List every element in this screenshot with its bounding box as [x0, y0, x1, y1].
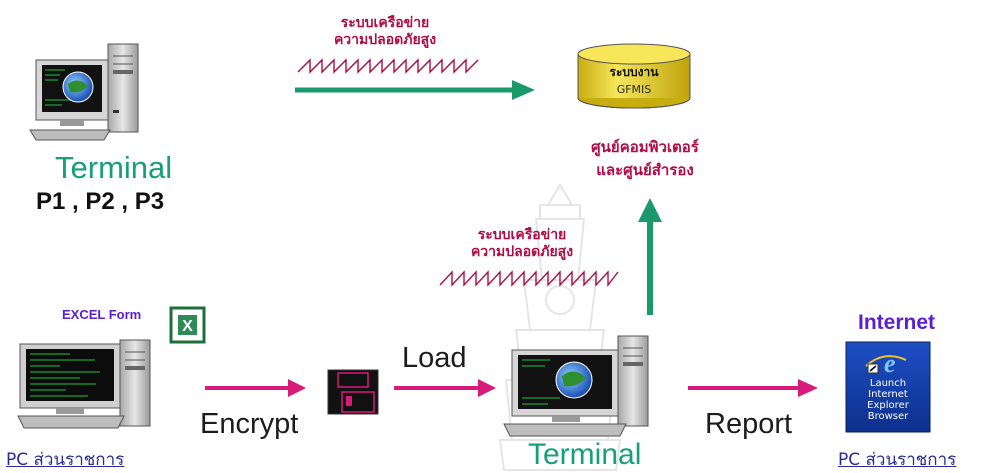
secure-network-zigzag-top: [297, 58, 479, 74]
secure-network-top-line1: ระบบเครือข่าย: [340, 15, 430, 31]
svg-text:e: e: [884, 349, 896, 378]
report-label: Report: [705, 408, 793, 440]
arrow-to-gfmis: [295, 80, 535, 100]
ie-icon-text-line1: Launch: [869, 378, 907, 389]
internet-explorer-icon: e: [845, 341, 931, 433]
excel-form-label: EXCEL Form: [62, 307, 142, 322]
floppy-disk-icon: [327, 369, 379, 415]
secure-network-mid-label: ระบบเครือข่าย ความปลอดภัยสูง: [447, 228, 597, 259]
report-arrow: [688, 379, 818, 397]
secure-network-top-line2: ความปลอดภัยสูง: [333, 32, 437, 48]
pc-right-link[interactable]: PC ส่วนราชการ: [838, 450, 957, 470]
computer-center-label: ศูนย์คอมพิวเตอร์ และศูนย์สำรอง: [570, 140, 720, 178]
encrypt-label: Encrypt: [200, 408, 299, 440]
svg-text:X: X: [182, 318, 193, 335]
pc-left-computer-icon: [17, 339, 151, 429]
bottom-terminal-computer-icon: [503, 335, 649, 437]
excel-icon: X: [169, 306, 206, 344]
ie-icon-text-line2: Internet: [868, 389, 908, 400]
secure-network-mid-line2: ความปลอดภัยสูง: [470, 244, 574, 260]
load-arrow: [394, 379, 496, 397]
secure-network-zigzag-mid: [439, 270, 619, 288]
secure-network-top-label: ระบบเครือข่าย ความปลอดภัยสูง: [310, 16, 460, 47]
gfmis-db-line2: GFMIS: [616, 83, 652, 96]
secure-network-mid-line1: ระบบเครือข่าย: [477, 227, 567, 243]
computer-center-line1: ศูนย์คอมพิวเตอร์: [591, 138, 699, 156]
ie-icon-text: Launch Internet Explorer Browser: [846, 378, 930, 422]
encrypt-arrow: [205, 379, 306, 397]
top-terminal-computer-icon: [29, 43, 139, 141]
ie-icon-text-line4: Browser: [867, 411, 909, 422]
arrow-to-computer-center: [638, 198, 662, 315]
internet-label: Internet: [858, 311, 936, 334]
top-terminal-label: Terminal: [55, 150, 173, 185]
computer-center-line2: และศูนย์สำรอง: [596, 161, 694, 179]
gfmis-db-line1: ระบบงาน: [609, 65, 659, 79]
top-terminal-sublabel: P1 , P2 , P3: [36, 188, 165, 215]
pc-left-link[interactable]: PC ส่วนราชการ: [6, 450, 125, 470]
gfmis-database-icon: [577, 43, 691, 109]
bottom-terminal-label: Terminal: [528, 438, 642, 471]
ie-icon-text-line3: Explorer: [867, 400, 909, 411]
load-label: Load: [402, 342, 467, 374]
gfmis-db-label: ระบบงาน GFMIS: [578, 66, 690, 95]
